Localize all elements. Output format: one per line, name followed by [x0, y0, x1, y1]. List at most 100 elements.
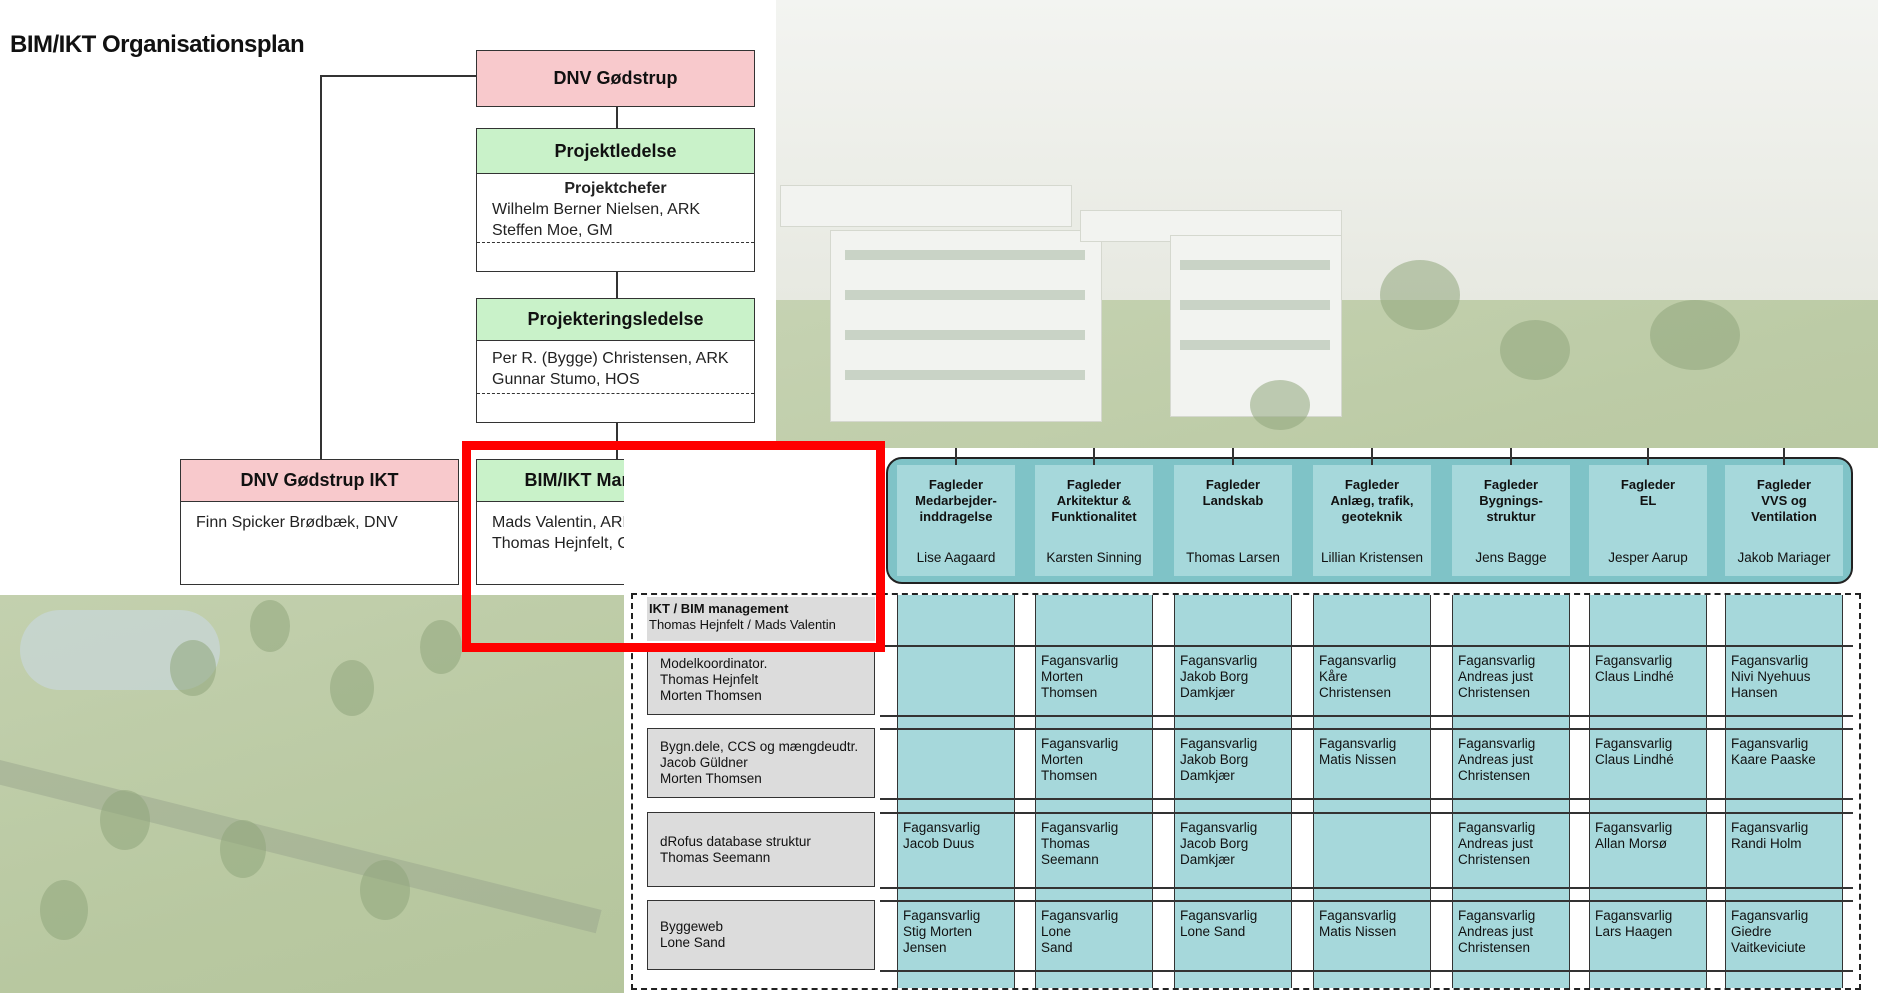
projektchefer-subtitle: Projektchefer [564, 180, 667, 197]
matrix-column [1589, 595, 1707, 988]
matrix-column [1452, 595, 1570, 988]
connector [1647, 448, 1649, 465]
matrix-cell: Fagansvarlig Andreas just Christensen [1458, 653, 1536, 700]
row-border [880, 812, 1853, 814]
matrix-row-label: Byggeweb Lone Sand [647, 900, 875, 970]
dnv-ikt-title: DNV Gødstrup IKT [181, 460, 458, 502]
matrix-cell: Fagansvarlig Andreas just Christensen [1458, 908, 1536, 955]
matrix-cell: Fagansvarlig Claus Lindhé [1595, 653, 1674, 684]
fagleder-name: Thomas Larsen [1186, 550, 1280, 565]
connector [320, 75, 477, 77]
row-border [880, 715, 1853, 717]
projektleder-line: Steffen Moe, GM [492, 222, 613, 239]
connector [1232, 448, 1234, 465]
dnv-godstrup-box: DNV Gødstrup [476, 50, 755, 107]
matrix-row-label: dRofus database struktur Thomas Seemann [647, 812, 875, 887]
org-chart-title: BIM/IKT Organisationsplan [10, 31, 305, 58]
matrix-cell: Fagansvarlig Jacob Borg Damkjær [1180, 820, 1258, 867]
row-label-text: Modelkoordinator. Thomas Hejnfelt Morten… [660, 656, 768, 703]
fagleder-title: Fagleder Anlæg, trafik, geoteknik [1330, 477, 1414, 524]
ikt-management-title: IKT / BIM management [649, 601, 789, 616]
connector [1371, 448, 1373, 465]
org-chart-panel: BIM/IKT Organisationsplan DNV Gødstrup P… [0, 0, 776, 595]
row-border [880, 900, 1853, 902]
fagleder-title: Fagleder Arkitektur & Funktionalitet [1051, 477, 1137, 524]
building [830, 230, 1102, 422]
projektleder-line: Wilhelm Berner Nielsen, ARK [492, 201, 701, 218]
matrix-cell: Fagansvarlig Matis Nissen [1319, 908, 1397, 939]
fagleder-name: Jakob Mariager [1737, 550, 1831, 565]
matrix-column [1313, 595, 1431, 988]
matrix-cell: Fagansvarlig Randi Holm [1731, 820, 1809, 851]
matrix-cell: Fagansvarlig Allan Morsø [1595, 820, 1673, 851]
matrix-cell: Fagansvarlig Matis Nissen [1319, 736, 1397, 767]
matrix-column [1174, 595, 1292, 988]
row-border [880, 728, 1853, 730]
matrix-cell: Fagansvarlig Stig Morten Jensen [903, 908, 981, 955]
fagleder-title: Fagleder VVS og Ventilation [1751, 477, 1817, 524]
matrix-cell: Fagansvarlig Lars Haagen [1595, 908, 1673, 939]
matrix-column [1035, 595, 1153, 988]
row-border [880, 970, 1853, 972]
bim-line: Thomas Hejnfelt, GM [492, 535, 644, 552]
matrix-cell: Fagansvarlig Kåre Christensen [1319, 653, 1397, 700]
projekteringsledelse-title: Projekteringsledelse [477, 299, 754, 341]
projektledelse-box: Projektledelse Projektchefer Wilhelm Ber… [476, 128, 755, 272]
matrix-cell: Fagansvarlig Lone Sand [1180, 908, 1258, 939]
ikt-management-label: IKT / BIM management Thomas Hejnfelt / M… [647, 597, 875, 641]
highlight-rectangle [462, 441, 885, 652]
matrix-cell: Fagansvarlig Jacob Duus [903, 820, 981, 851]
row-border [880, 798, 1853, 800]
row-label-text: Byggeweb Lone Sand [660, 919, 726, 950]
matrix-cell: Fagansvarlig Morten Thomsen [1041, 736, 1119, 783]
matrix-dashed-border [631, 593, 1861, 990]
fagleder-title: Fagleder Bygnings- struktur [1479, 477, 1543, 524]
row-border [880, 887, 1853, 889]
row-label-text: Bygn.dele, CCS og mængdeudtr. Jacob Güld… [660, 739, 859, 786]
matrix-cell: Fagansvarlig Jakob Borg Damkjær [1180, 653, 1258, 700]
fagleder-title: Fagleder Medarbejder- inddragelse [915, 477, 997, 524]
connector [320, 75, 322, 460]
matrix-cell: Fagansvarlig Claus Lindhé [1595, 736, 1674, 767]
matrix-cell: Fagansvarlig Jakob Borg Damkjær [1180, 736, 1258, 783]
connector [616, 271, 618, 298]
projektering-line: Gunnar Stumo, HOS [492, 371, 640, 388]
ikt-management-names: Thomas Hejnfelt / Mads Valentin [649, 617, 836, 632]
dashed-divider [477, 242, 754, 243]
bim-line: Mads Valentin, ARK [492, 514, 634, 531]
building [780, 185, 1072, 227]
connector [1093, 448, 1095, 465]
matrix-cell: Fagansvarlig Kaare Paaske [1731, 736, 1816, 767]
matrix-row-label: Bygn.dele, CCS og mængdeudtr. Jacob Güld… [647, 728, 875, 798]
connector [616, 421, 618, 459]
matrix-column [1725, 595, 1843, 988]
matrix-cell: Fagansvarlig Nivi Nyehuus Hansen [1731, 653, 1811, 700]
row-border [880, 645, 1853, 647]
connector [1510, 448, 1512, 465]
dnv-ikt-box: DNV Gødstrup IKT Finn Spicker Brødbæk, D… [180, 459, 459, 585]
connector [1783, 448, 1785, 465]
fagleder-name: Lillian Kristensen [1320, 550, 1424, 565]
connector [616, 106, 618, 128]
matrix-cell: Fagansvarlig Andreas just Christensen [1458, 820, 1536, 867]
matrix-row-label: Modelkoordinator. Thomas Hejnfelt Morten… [647, 645, 875, 715]
matrix-column [897, 595, 1015, 988]
matrix-cell: Fagansvarlig Morten Thomsen [1041, 653, 1119, 700]
fagleder-name: Jens Bagge [1475, 550, 1547, 565]
projekteringsledelse-box: Projekteringsledelse Per R. (Bygge) Chri… [476, 298, 755, 423]
fagleder-name: Karsten Sinning [1046, 550, 1142, 565]
connector [955, 448, 957, 465]
dnv-ikt-line: Finn Spicker Brødbæk, DNV [196, 514, 398, 531]
fagleder-title: Fagleder Landskab [1202, 477, 1264, 508]
fagleder-name: Jesper Aarup [1608, 550, 1688, 565]
fagleder-name: Lise Aagaard [916, 550, 996, 565]
dashed-divider [477, 393, 754, 394]
matrix-cell: Fagansvarlig Lone Sand [1041, 908, 1119, 955]
matrix-cell: Fagansvarlig Giedre Vaitkeviciute [1731, 908, 1809, 955]
